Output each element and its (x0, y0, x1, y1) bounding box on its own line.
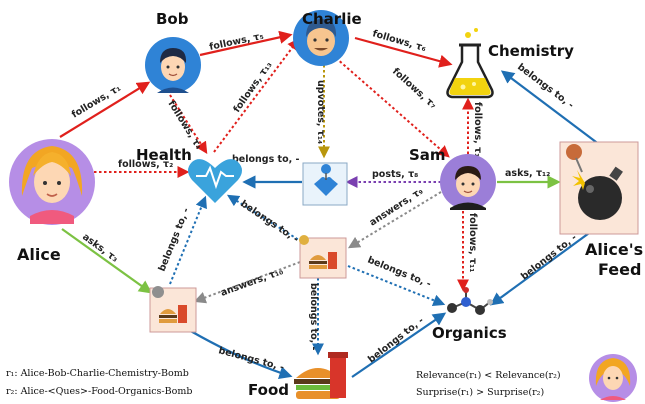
edge-q3-food (181, 325, 293, 380)
food-label: Food (248, 381, 289, 399)
organics-molecule-icon (447, 287, 493, 315)
edge-label-alice-asks: asks, τ₃ (80, 232, 120, 265)
edge-label-sam-organics: follows, τ₁₁ (467, 213, 478, 272)
footnote-r2: r₂: Alice-<Ques>-Food-Organics-Bomb (6, 386, 192, 397)
edge-label-sam-asks: asks, τ₁₂ (505, 168, 550, 179)
edge-label-sam-posts: posts, τ₈ (372, 169, 418, 180)
organics-label: Organics (432, 324, 507, 342)
edge-q2-organics (347, 265, 446, 307)
edge-label-sam-answers: answers, τ₉ (368, 186, 426, 229)
edge-alice-bob (59, 81, 151, 138)
health-heart-icon (188, 159, 242, 203)
question-food-left-icon (149, 286, 197, 333)
bob-label: Bob (156, 10, 189, 28)
edge-health-charlie (213, 38, 300, 153)
edge-label-bob-health: follows, τ₄ (165, 99, 204, 152)
edge-label-charlie-upvotes: upvotes, τ₁₄ (315, 80, 326, 144)
edge-label-q3-food: belongs to, - (217, 345, 285, 373)
edge-label-q2-health: belongs to, - (238, 198, 300, 245)
edge-charlie-chemistry (354, 36, 453, 68)
edge-label-q2-food: belongs to, - (308, 283, 319, 351)
alice-feed-label-line2: Feed (598, 260, 641, 279)
edge-label-bob-charlie: follows, τ₅ (208, 31, 264, 53)
charlie-avatar-icon (306, 19, 337, 56)
sam-avatar-icon (450, 166, 486, 210)
question-food-center-icon (299, 235, 347, 279)
sam-label: Sam (409, 146, 446, 164)
edge-label-alice-health: follows, τ₂ (118, 159, 173, 170)
edge-label-sam-chemistry: follows, τ₁₀ (472, 102, 483, 161)
edge-alice-asks (61, 228, 153, 294)
alice-feed-bomb-icon (559, 141, 639, 235)
edge-label-charlie-sam: follows, τ₇ (390, 66, 438, 111)
edge-bob-charlie (199, 30, 293, 57)
footnote-surprise: Surprise(r₁) > Surprise(r₂) (416, 387, 544, 398)
chemistry-flask-icon (446, 28, 494, 99)
question-health-icon (302, 162, 348, 206)
charlie-label: Charlie (302, 10, 362, 28)
edge-label-food-organics: belongs to, - (366, 315, 426, 365)
sam-node (440, 154, 496, 210)
alice-small-avatar-icon (589, 354, 637, 402)
alice-node (9, 139, 95, 225)
alice-feed-label-line1: Alice's (585, 240, 643, 259)
edges (59, 30, 601, 380)
edge-label-q2-organics: belongs to, - (366, 255, 433, 290)
food-burger-icon (294, 352, 348, 399)
chemistry-label: Chemistry (488, 42, 574, 60)
footnote-r1: r₁: Alice-Bob-Charlie-Chemistry-Bomb (6, 368, 189, 379)
edge-label-q1-health: belongs to, - (232, 154, 300, 165)
footnote-relevance: Relevance(r₁) < Relevance(r₂) (416, 370, 561, 381)
charlie-node (293, 10, 349, 66)
edge-q2-answers (193, 261, 301, 304)
edge-label-q3-health: belongs to, - (157, 206, 192, 273)
edge-label-q2-answers: answers, τ₁₀ (219, 266, 285, 299)
bob-node (145, 37, 201, 93)
edge-bomb-organics (489, 227, 597, 306)
alice-avatar-icon (21, 146, 83, 224)
alice-label: Alice (17, 245, 61, 264)
edge-food-organics (351, 312, 447, 378)
edge-q3-health (169, 195, 207, 285)
health-label: Health (136, 146, 192, 164)
edge-bob-health (169, 94, 208, 155)
edge-q2-health (226, 194, 303, 243)
bob-avatar-icon (157, 48, 189, 93)
edge-label-health-charlie: follows, τ₁₃ (231, 60, 274, 115)
edge-bomb-chemistry (500, 70, 601, 146)
edge-label-bomb-organics: belongs to, - (519, 232, 579, 282)
